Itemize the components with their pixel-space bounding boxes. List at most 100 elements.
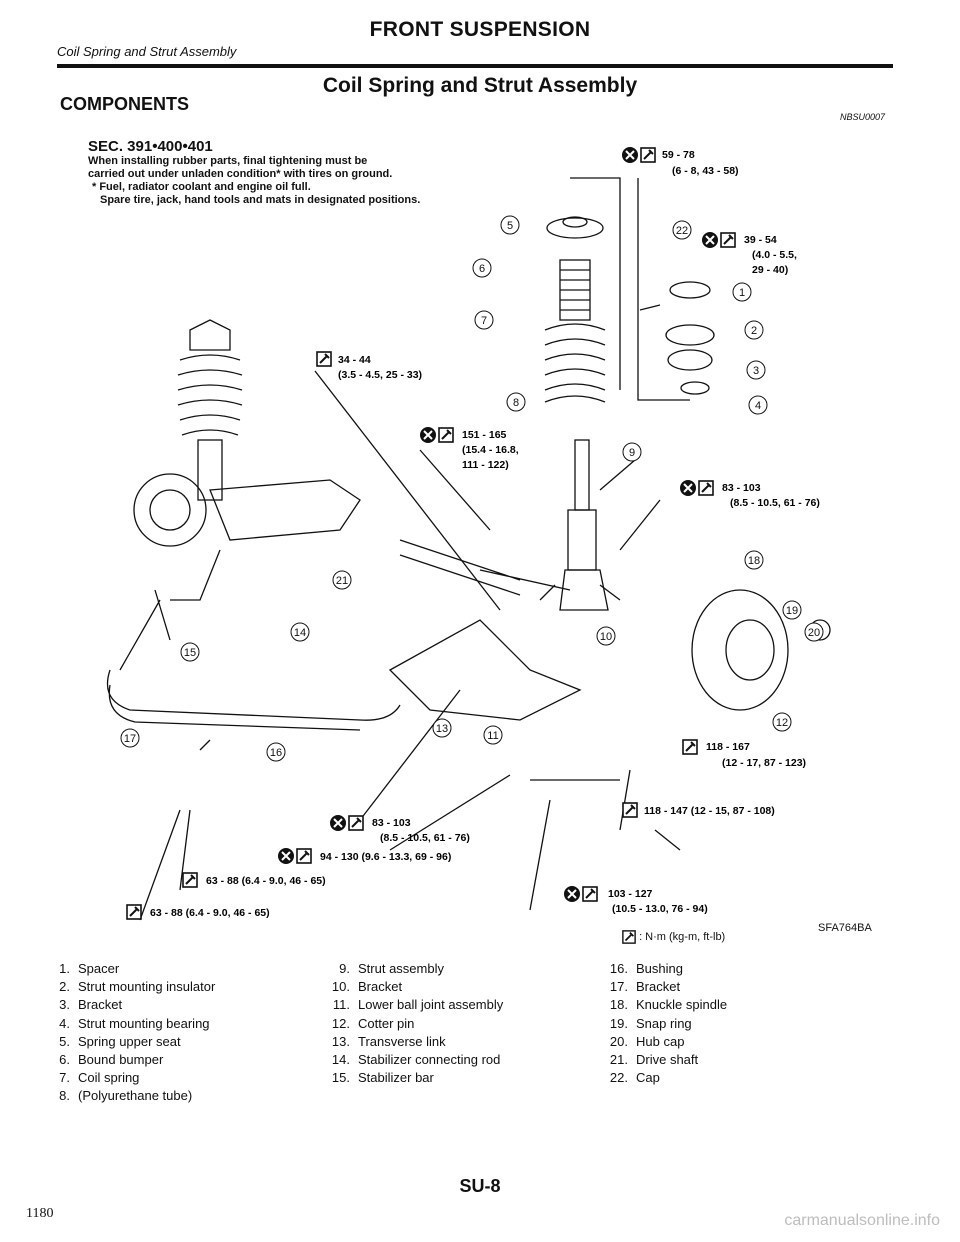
- svg-text:13: 13: [436, 723, 448, 735]
- parts-list-item: 6.Bound bumper: [48, 1051, 215, 1069]
- torque-spec: 151 - 165: [462, 429, 507, 441]
- parts-list-item: 12. Cotter pin: [328, 1015, 503, 1033]
- part-name: Bracket: [78, 997, 123, 1013]
- part-number: 22.: [609, 1070, 628, 1086]
- svg-text:6: 6: [479, 263, 485, 275]
- torque-spec: 34 - 44: [338, 354, 371, 366]
- part-number: 18.: [609, 997, 628, 1013]
- callout-22: 22: [672, 220, 692, 240]
- torque-spec: (4.0 - 5.5,: [752, 249, 797, 261]
- svg-text:2: 2: [751, 325, 757, 337]
- part-name: Bracket: [358, 979, 403, 995]
- header-rule: [57, 64, 893, 68]
- part-name: Hub cap: [636, 1033, 685, 1049]
- svg-text:22: 22: [676, 225, 688, 237]
- part-name: Spring upper seat: [78, 1033, 181, 1049]
- torque-spec: (10.5 - 13.0, 76 - 94): [612, 903, 708, 915]
- parts-list-item: 18. Knuckle spindle: [606, 996, 727, 1014]
- part-number: 15.: [331, 1070, 350, 1086]
- part-name: Stabilizer bar: [358, 1070, 434, 1086]
- page-number: 1180: [26, 1206, 54, 1221]
- callout-3: 3: [746, 360, 766, 380]
- parts-list-item: 2.Strut mounting insulator: [48, 978, 215, 996]
- callout-20: 20: [804, 622, 824, 642]
- svg-text:14: 14: [294, 627, 306, 639]
- torque-spec: (3.5 - 4.5, 25 - 33): [338, 369, 422, 381]
- svg-text:5: 5: [507, 220, 513, 232]
- strut-assembly-illustration: [539, 439, 621, 611]
- suspension-exploded-diagram: 59 - 78 (6 - 8, 43 - 58) 39 - 54 (4.0 - …: [106, 146, 831, 921]
- callout-14: 14: [290, 622, 310, 642]
- note-line: * Fuel, radiator coolant and engine oil …: [92, 181, 311, 193]
- part-name: Cotter pin: [358, 1015, 415, 1031]
- part-name: Knuckle spindle: [636, 997, 728, 1013]
- figure-code: SFA764BA: [818, 922, 872, 934]
- torque-spec: 63 - 88 (6.4 - 9.0, 46 - 65): [150, 907, 270, 919]
- part-number: 4.: [59, 1015, 70, 1031]
- parts-list-item: 1.Spacer: [48, 960, 215, 978]
- callout-7: 7: [474, 310, 494, 330]
- parts-list-item: 19.Snap ring: [606, 1015, 727, 1033]
- svg-text:10: 10: [600, 631, 612, 643]
- svg-text:12: 12: [776, 717, 788, 729]
- callout-9: 9: [622, 442, 642, 462]
- svg-text:9: 9: [629, 447, 635, 459]
- svg-text:1: 1: [739, 287, 745, 299]
- assembled-strut-illustration: [133, 319, 361, 601]
- part-name: Cap: [636, 1070, 660, 1086]
- callout-12: 12: [772, 712, 792, 732]
- torque-spec: 83 - 103: [372, 817, 411, 829]
- torque-spec: 83 - 103: [722, 482, 761, 494]
- torque-spec: (12 - 17, 87 - 123): [722, 757, 806, 769]
- part-name: Bound bumper: [78, 1052, 164, 1068]
- part-name: Lower ball joint assembly: [358, 997, 504, 1013]
- parts-list-item: 22. Cap: [606, 1069, 727, 1087]
- parts-list-item: 8.(Polyurethane tube): [48, 1087, 215, 1105]
- parts-list-item: 10. Bracket: [328, 978, 503, 996]
- reference-code: NBSU0007: [840, 112, 886, 122]
- svg-text:17: 17: [124, 733, 136, 745]
- transverse-link-illustration: [388, 619, 582, 721]
- part-number: 10.: [331, 979, 350, 995]
- part-name: Drive shaft: [636, 1052, 699, 1068]
- part-name: (Polyurethane tube): [78, 1088, 193, 1104]
- part-number: 14.: [331, 1052, 350, 1068]
- torque-legend: : N·m (kg-m, ft-lb): [622, 930, 725, 944]
- part-number: 16.: [609, 961, 628, 976]
- callout-18: 18: [744, 550, 764, 570]
- part-name: Spacer: [78, 961, 120, 976]
- torque-spec: 29 - 40): [752, 264, 788, 276]
- svg-text:3: 3: [753, 365, 759, 377]
- coil-spring-stack-illustration: [544, 216, 606, 403]
- torque-spec: (6 - 8, 43 - 58): [672, 165, 739, 177]
- svg-text:21: 21: [336, 575, 348, 587]
- callout-1: 1: [732, 282, 752, 302]
- parts-list-item: 17.Bracket: [606, 978, 727, 996]
- callout-19: 19: [782, 600, 802, 620]
- part-number: 12.: [331, 1015, 350, 1031]
- part-number: 11.: [332, 997, 350, 1013]
- torque-spec: 111 - 122): [462, 459, 509, 471]
- part-name: Coil spring: [78, 1070, 140, 1086]
- callout-6: 6: [472, 258, 492, 278]
- parts-list-item: 11. Lower ball joint assembly: [328, 996, 503, 1014]
- part-number: 17.: [609, 979, 628, 995]
- callout-17: 17: [120, 728, 140, 748]
- part-number: 9.: [339, 961, 350, 976]
- callout-13: 13: [432, 718, 452, 738]
- callout-5: 5: [500, 215, 520, 235]
- torque-spec: 103 - 127: [608, 888, 653, 900]
- parts-list-item: 21.Drive shaft: [606, 1051, 727, 1069]
- note-line: Spare tire, jack, hand tools and mats in…: [100, 194, 421, 206]
- top-mount-parts-illustration: [665, 281, 715, 395]
- parts-list-item: 4.Strut mounting bearing: [48, 1015, 215, 1033]
- part-number: 3.: [59, 997, 70, 1013]
- note-line: carried out under unladen condition* wit…: [88, 168, 393, 180]
- wrench-icon: [622, 930, 636, 944]
- parts-list-item: 16.Bushing: [606, 960, 727, 978]
- parts-list-item: 5.Spring upper seat: [48, 1033, 215, 1051]
- torque-spec: 118 - 147 (12 - 15, 87 - 108): [644, 805, 775, 817]
